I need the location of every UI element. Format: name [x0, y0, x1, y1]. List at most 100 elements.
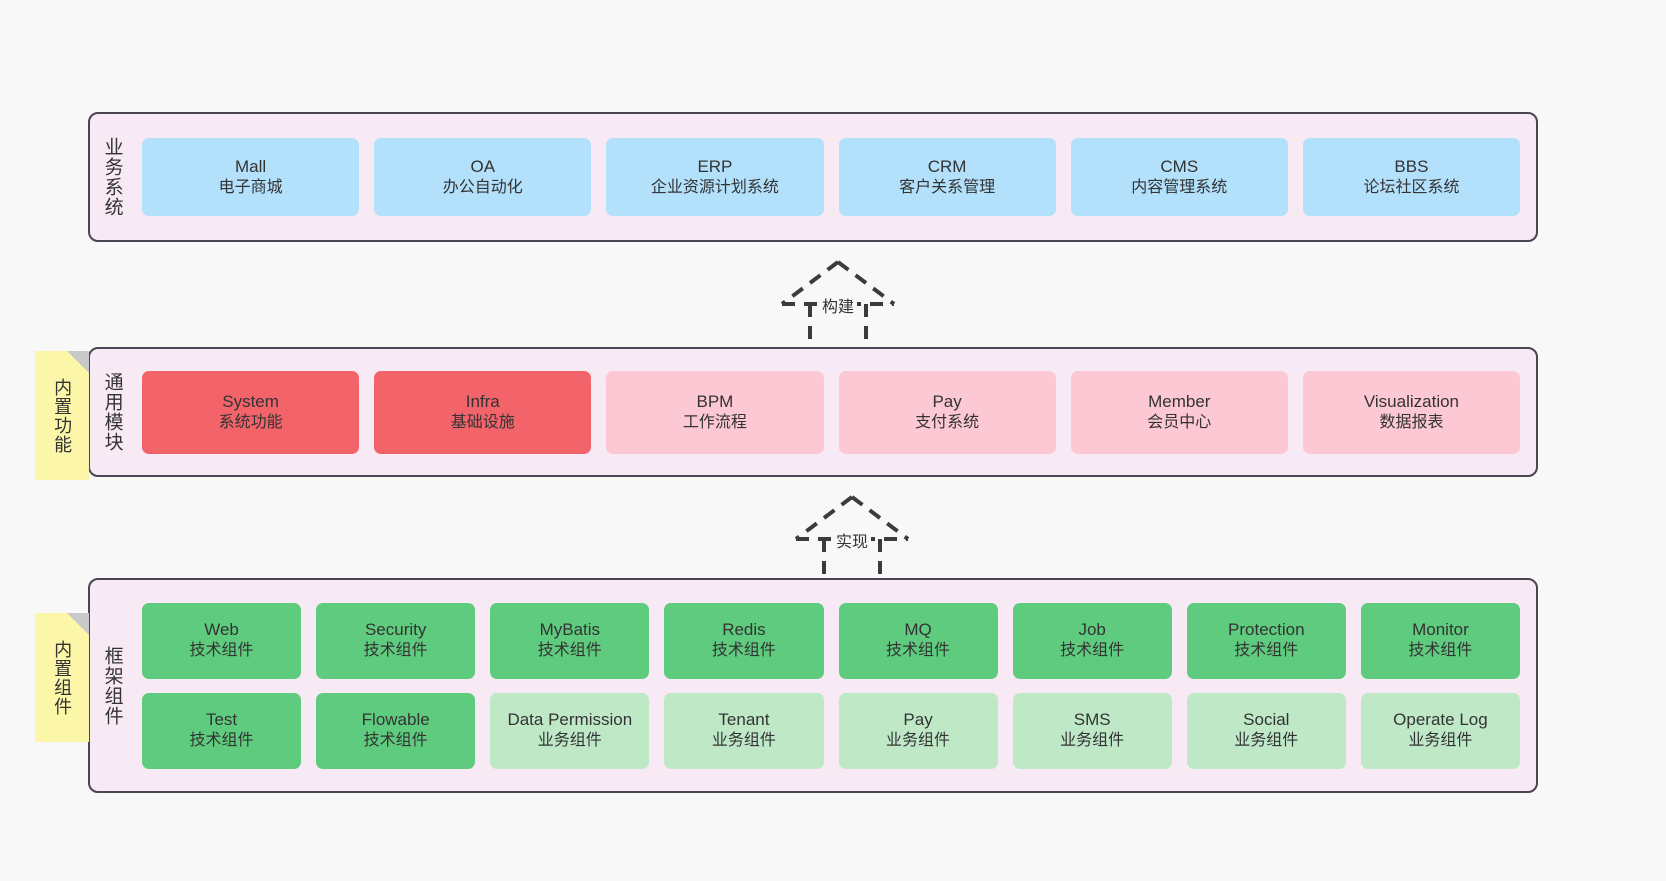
card-flowable-cn: 技术组件	[363, 732, 428, 750]
note-builtin-component-label: 内置组件	[52, 639, 73, 716]
card-protection[interactable]: Protection 技术组件	[1186, 602, 1346, 679]
card-erp[interactable]: ERP 企业资源计划系统	[606, 138, 824, 216]
card-operate-log-en: Operate Log	[1393, 710, 1488, 730]
card-bbs-cn: 论坛社区系统	[1363, 178, 1460, 196]
card-data-permission-en: Data Permission	[507, 710, 633, 730]
card-pay-module-cn: 支付系统	[915, 413, 980, 431]
card-system-en: System	[222, 391, 279, 411]
card-sms-cn: 业务组件	[1060, 732, 1125, 750]
card-flowable[interactable]: Flowable 技术组件	[316, 692, 476, 769]
card-member-en: Member	[1148, 391, 1211, 411]
card-infra-cn: 基础设施	[450, 413, 515, 431]
layer-framework-component-body: Web 技术组件 Security 技术组件 MyBatis 技术组件 Redi…	[134, 580, 1536, 791]
card-bbs-en: BBS	[1394, 156, 1429, 176]
card-tenant-cn: 业务组件	[711, 732, 776, 750]
framework-rows: Web 技术组件 Security 技术组件 MyBatis 技术组件 Redi…	[142, 580, 1520, 791]
layer-business-system: 业务系统 Mall 电子商城 OA 办公自动化 ERP 企业资源计划系统 CRM	[88, 112, 1538, 242]
card-redis-en: Redis	[722, 620, 766, 640]
card-infra[interactable]: Infra 基础设施	[374, 370, 592, 454]
card-data-permission[interactable]: Data Permission 业务组件	[490, 692, 650, 769]
card-job-cn: 技术组件	[1060, 642, 1125, 660]
arrow-implement: 实现	[777, 491, 927, 587]
card-pay-component-en: Pay	[903, 710, 933, 730]
card-crm[interactable]: CRM 客户关系管理	[838, 138, 1056, 216]
card-protection-cn: 技术组件	[1234, 642, 1299, 660]
layer-common-module-title: 通用模块	[101, 372, 123, 452]
card-mq[interactable]: MQ 技术组件	[838, 602, 998, 679]
layer-business-system-body: Mall 电子商城 OA 办公自动化 ERP 企业资源计划系统 CRM 客户关系…	[134, 114, 1536, 240]
card-mall-en: Mall	[235, 156, 267, 176]
card-monitor-cn: 技术组件	[1408, 642, 1473, 660]
layer-framework-component-title: 框架组件	[101, 645, 123, 726]
card-monitor-en: Monitor	[1412, 620, 1469, 640]
card-mybatis[interactable]: MyBatis 技术组件	[490, 602, 650, 679]
card-flowable-en: Flowable	[361, 710, 430, 730]
card-pay-module-en: Pay	[932, 391, 962, 411]
card-tenant[interactable]: Tenant 业务组件	[664, 692, 824, 769]
card-crm-cn: 客户关系管理	[899, 178, 996, 196]
card-monitor[interactable]: Monitor 技术组件	[1360, 602, 1520, 679]
layer-framework-component: 框架组件 Web 技术组件 Security 技术组件 MyBatis 技术组件	[88, 578, 1538, 793]
card-erp-en: ERP	[697, 156, 733, 176]
card-protection-en: Protection	[1228, 620, 1305, 640]
card-pay-component[interactable]: Pay 业务组件	[838, 692, 998, 769]
card-pay-module[interactable]: Pay 支付系统	[838, 370, 1056, 454]
card-social[interactable]: Social 业务组件	[1186, 692, 1346, 769]
card-operate-log-cn: 业务组件	[1408, 732, 1473, 750]
card-visualization[interactable]: Visualization 数据报表	[1302, 370, 1521, 454]
business-card-row: Mall 电子商城 OA 办公自动化 ERP 企业资源计划系统 CRM 客户关系…	[142, 138, 1521, 216]
card-bbs[interactable]: BBS 论坛社区系统	[1302, 138, 1521, 216]
card-pay-component-cn: 业务组件	[886, 732, 951, 750]
card-oa-en: OA	[470, 156, 496, 176]
card-test-cn: 技术组件	[189, 732, 254, 750]
card-job-en: Job	[1078, 620, 1106, 640]
arrow-build: 构建	[763, 256, 913, 352]
arrow-build-label: 构建	[818, 292, 858, 318]
card-visualization-cn: 数据报表	[1379, 413, 1444, 431]
card-redis-cn: 技术组件	[711, 642, 776, 660]
note-builtin-function: 内置功能	[35, 351, 89, 480]
card-infra-en: Infra	[465, 391, 500, 411]
card-bpm-cn: 工作流程	[682, 413, 747, 431]
layer-common-module-body: System 系统功能 Infra 基础设施 BPM 工作流程 Pay 支付系统…	[134, 349, 1536, 475]
card-sms-en: SMS	[1073, 710, 1111, 730]
layer-common-module: 通用模块 System 系统功能 Infra 基础设施 BPM 工作流程 Pay	[88, 347, 1538, 477]
card-social-en: Social	[1243, 710, 1290, 730]
card-test[interactable]: Test 技术组件	[142, 692, 302, 769]
arrow-implement-label: 实现	[832, 527, 872, 553]
card-web-cn: 技术组件	[189, 642, 254, 660]
card-mybatis-cn: 技术组件	[537, 642, 602, 660]
card-oa-cn: 办公自动化	[442, 178, 523, 196]
card-web[interactable]: Web 技术组件	[142, 602, 302, 679]
card-mybatis-en: MyBatis	[539, 620, 601, 640]
card-member[interactable]: Member 会员中心	[1070, 370, 1288, 454]
card-mall[interactable]: Mall 电子商城	[142, 138, 360, 216]
card-system[interactable]: System 系统功能	[142, 370, 360, 454]
framework-business-row: Test 技术组件 Flowable 技术组件 Data Permission …	[142, 692, 1520, 769]
card-operate-log[interactable]: Operate Log 业务组件	[1360, 692, 1520, 769]
card-mall-cn: 电子商城	[218, 178, 283, 196]
layer-business-system-title: 业务系统	[101, 137, 123, 217]
note-builtin-component: 内置组件	[35, 613, 89, 742]
card-member-cn: 会员中心	[1147, 413, 1212, 431]
card-security-en: Security	[364, 620, 427, 640]
card-sms[interactable]: SMS 业务组件	[1012, 692, 1172, 769]
card-data-permission-cn: 业务组件	[537, 732, 602, 750]
card-oa[interactable]: OA 办公自动化	[374, 138, 592, 216]
card-erp-cn: 企业资源计划系统	[650, 178, 779, 196]
card-mq-cn: 技术组件	[886, 642, 951, 660]
card-redis[interactable]: Redis 技术组件	[664, 602, 824, 679]
note-builtin-function-label: 内置功能	[52, 377, 73, 454]
card-cms-cn: 内容管理系统	[1131, 178, 1228, 196]
framework-tech-row: Web 技术组件 Security 技术组件 MyBatis 技术组件 Redi…	[142, 602, 1520, 679]
card-tenant-en: Tenant	[718, 710, 770, 730]
card-cms-en: CMS	[1160, 156, 1199, 176]
card-social-cn: 业务组件	[1234, 732, 1299, 750]
module-card-row: System 系统功能 Infra 基础设施 BPM 工作流程 Pay 支付系统…	[142, 370, 1521, 454]
card-cms[interactable]: CMS 内容管理系统	[1070, 138, 1288, 216]
card-bpm-en: BPM	[696, 391, 734, 411]
card-bpm[interactable]: BPM 工作流程	[606, 370, 824, 454]
card-crm-en: CRM	[927, 156, 967, 176]
card-job[interactable]: Job 技术组件	[1012, 602, 1172, 679]
card-security[interactable]: Security 技术组件	[316, 602, 476, 679]
